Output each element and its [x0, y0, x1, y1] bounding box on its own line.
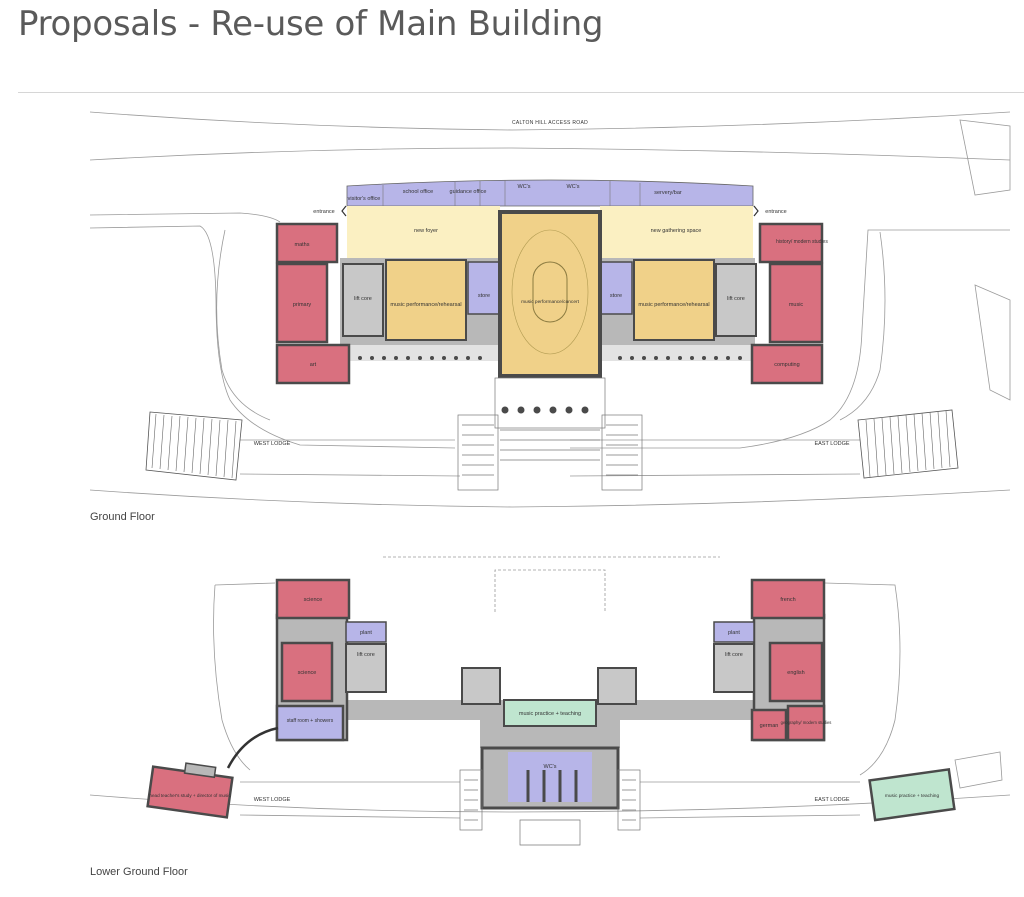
- lift-core-lower-right: [713, 643, 755, 693]
- west-curved-link: [226, 726, 279, 769]
- lower-west-lodge-label: WEST LODGE: [254, 797, 291, 803]
- store-left-label: store: [478, 293, 490, 299]
- new-foyer-label: new foyer: [414, 228, 438, 234]
- primary-label: primary: [293, 302, 312, 308]
- new-gathering-space-label: new gathering space: [651, 228, 702, 234]
- art-room: [275, 343, 351, 385]
- history-room: [758, 222, 824, 264]
- entrance-right-label: entrance: [765, 209, 786, 215]
- lift-core-left-label: lift core: [354, 296, 372, 302]
- head-teacher-label: head teacher's study + director of music: [149, 793, 231, 798]
- store-left-room: [467, 261, 501, 315]
- colonnade-columns: [358, 356, 742, 414]
- lower-east-lodge-label: EAST LODGE: [814, 797, 849, 803]
- english-label: english: [787, 670, 804, 676]
- guidance-office-label: guidance office: [450, 189, 487, 195]
- plant-left-room: [345, 621, 387, 643]
- visitors-office-label: visitor's office: [348, 196, 381, 202]
- road-label: CALTON HILL ACCESS ROAD: [512, 120, 588, 126]
- computing-room: [750, 343, 824, 385]
- music-practice-centre-room: [503, 699, 597, 727]
- staff-room: [275, 704, 345, 742]
- plant-left-label: plant: [360, 630, 372, 636]
- computing-label: computing: [774, 362, 799, 368]
- science-top-label: science: [304, 597, 323, 603]
- geography-room: [786, 704, 826, 742]
- page-title: Proposals - Re-use of Main Building: [18, 4, 604, 44]
- music-rehearsal-left-label: music performance/rehearsal: [390, 302, 461, 308]
- east-lodge-lower: [868, 767, 956, 822]
- plant-right-room: [713, 621, 755, 643]
- stair-left-block: [461, 667, 501, 705]
- west-lodge-steps: [145, 411, 243, 481]
- wc-left-label: WC's: [518, 184, 531, 190]
- new-gathering-space-room: [600, 206, 753, 260]
- lower-south-steps: [459, 769, 641, 846]
- concert-hall-room: [498, 210, 602, 378]
- north-service-strip: [346, 179, 754, 207]
- science-mid-room: [280, 641, 334, 703]
- music-rehearsal-left-room: [385, 259, 467, 341]
- lower-site-outline: [89, 556, 1011, 819]
- wc-right-label: WC's: [567, 184, 580, 190]
- german-label: german: [760, 723, 779, 729]
- west-lodge-lower: [146, 762, 234, 819]
- english-room: [768, 641, 824, 703]
- lift-core-left-room: [342, 263, 384, 337]
- music-practice-lodge-label: music practice + teaching: [885, 793, 940, 799]
- new-foyer-room: [347, 206, 500, 260]
- science-mid-label: science: [298, 670, 317, 676]
- south-portico: [457, 377, 643, 491]
- music-rehearsal-right-label: music performance/rehearsal: [638, 302, 709, 308]
- science-top-room: [275, 578, 351, 620]
- east-lodge-steps: [857, 409, 959, 479]
- music-concert-label: music performance/concert: [521, 299, 580, 305]
- east-lodge-label: EAST LODGE: [814, 441, 849, 447]
- site-outline: [89, 111, 1011, 508]
- west-lodge-label: WEST LODGE: [254, 441, 291, 447]
- servery-bar-label: servery/bar: [654, 190, 682, 196]
- lift-core-right-room: [715, 263, 757, 337]
- lower-ground-floor-plan: science science plant lift core staff ro…: [89, 556, 1011, 846]
- plant-right-label: plant: [728, 630, 740, 636]
- staff-room-label: staff room + showers: [287, 718, 334, 724]
- music-label: music: [789, 302, 804, 308]
- history-label: history/ modern studies: [776, 239, 828, 245]
- entrance-right-arrow-icon: [753, 205, 759, 217]
- lift-core-lower-left: [345, 643, 387, 693]
- store-right-label: store: [610, 293, 622, 299]
- french-label: french: [780, 597, 795, 603]
- maths-room: [275, 222, 339, 264]
- music-rehearsal-right-room: [633, 259, 715, 341]
- lower-ground-floor-caption: Lower Ground Floor: [90, 866, 188, 878]
- concert-track-icon: [532, 261, 568, 323]
- art-label: art: [310, 362, 317, 368]
- stair-right-block: [597, 667, 637, 705]
- maths-label: maths: [295, 242, 310, 248]
- music-room: [768, 262, 824, 344]
- music-practice-centre-label: music practice + teaching: [519, 711, 581, 717]
- store-right-room: [599, 261, 633, 315]
- lift-core-lower-left-label: lift core: [357, 652, 375, 658]
- wcs-label: WC's: [544, 764, 557, 770]
- ground-floor-caption: Ground Floor: [90, 511, 155, 523]
- entrance-left-label: entrance: [313, 209, 334, 215]
- ground-floor-plan: CALTON HILL ACCESS ROAD visitor's office…: [89, 111, 1011, 508]
- school-office-label: school office: [403, 189, 433, 195]
- wc-room: [508, 752, 592, 802]
- entrance-left-arrow-icon: [341, 205, 347, 217]
- title-divider: [18, 92, 1024, 93]
- lift-core-lower-right-label: lift core: [725, 652, 743, 658]
- primary-room: [275, 262, 329, 344]
- lift-core-right-label: lift core: [727, 296, 745, 302]
- geography-label: geography/ modern studies: [781, 720, 832, 725]
- german-room: [750, 708, 788, 742]
- french-room: [750, 578, 826, 620]
